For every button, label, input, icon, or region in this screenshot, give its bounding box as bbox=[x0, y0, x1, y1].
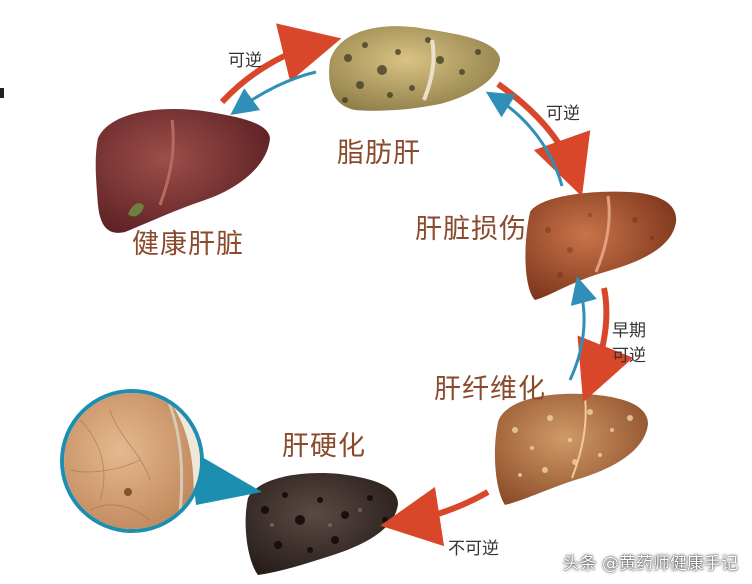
cirrhosis-zoom-callout bbox=[60, 389, 262, 533]
stage-label-fibrosis: 肝纤维化 bbox=[434, 374, 546, 405]
transition-label-fatty-damage: 可逆 bbox=[546, 104, 580, 124]
cirrhosis-liver-image bbox=[245, 473, 398, 575]
stage-label-fatty: 脂肪肝 bbox=[337, 138, 421, 169]
arrow-fibrosis-to-cirrhosis bbox=[380, 486, 490, 547]
fibrosis-liver-image bbox=[494, 393, 648, 505]
transition-label-damage-fibrosis-line1: 早期 bbox=[612, 321, 646, 341]
arrow-healthy-to-fatty bbox=[219, 23, 342, 116]
fatty-liver-image bbox=[329, 26, 500, 111]
stage-label-cirrhosis: 肝硬化 bbox=[282, 431, 366, 462]
damaged-liver-image bbox=[525, 191, 677, 300]
edge-mark bbox=[0, 88, 4, 98]
healthy-liver-image bbox=[95, 109, 270, 233]
arrow-damage-to-fibrosis bbox=[568, 276, 634, 403]
transition-label-fibrosis-cirrhosis: 不可逆 bbox=[448, 539, 499, 559]
stage-label-healthy: 健康肝脏 bbox=[132, 229, 244, 260]
source-watermark: 头条 @黄药师健康手记 bbox=[562, 554, 738, 574]
transition-label-damage-fibrosis-line2: 可逆 bbox=[612, 346, 646, 366]
transition-label-healthy-fatty: 可逆 bbox=[228, 51, 262, 71]
stage-label-damage: 肝脏损伤 bbox=[415, 214, 527, 245]
arrow-fatty-to-damage bbox=[485, 81, 591, 197]
